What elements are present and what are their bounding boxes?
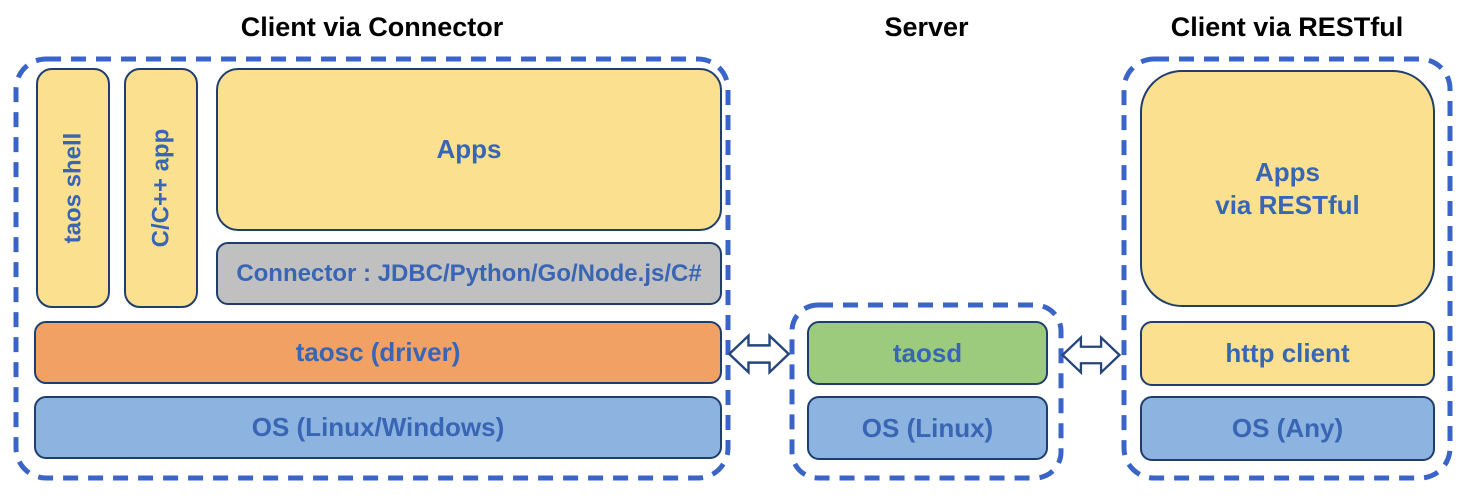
server-restful-bidirectional-arrow-icon: [1061, 334, 1121, 376]
os-any-box: OS (Any): [1140, 396, 1435, 461]
os-linux-label: OS (Linux): [861, 412, 994, 443]
taosd-box: taosd: [807, 321, 1048, 385]
http-client-label: http client: [1225, 338, 1350, 369]
server-group-border: [789, 302, 1064, 481]
os-linux-windows-label: OS (Linux/Windows): [251, 412, 505, 443]
client-restful-title: Client via RESTful: [1170, 12, 1404, 42]
taosc-driver-label: taosc (driver): [295, 337, 461, 368]
connector-box: Connector : JDBC/Python/Go/Node.js/C#: [216, 242, 722, 305]
apps-via-restful-line2: via RESTful: [1215, 189, 1360, 220]
client-connector-title: Client via Connector: [240, 12, 504, 42]
client-server-bidirectional-arrow-icon: [727, 333, 791, 375]
apps-via-restful-line1: Apps: [1254, 157, 1320, 187]
os-linux-windows-box: OS (Linux/Windows): [34, 396, 722, 459]
client-restful-group-border: [1121, 56, 1453, 481]
http-client-box: http client: [1140, 321, 1435, 386]
cpp-app-box: C/C++ app: [124, 68, 198, 308]
apps-via-restful-box: Apps via RESTful: [1140, 70, 1435, 307]
apps-label: Apps: [436, 134, 502, 165]
server-title: Server: [884, 12, 969, 42]
os-any-label: OS (Any): [1231, 413, 1344, 444]
taos-shell-label: taos shell: [59, 132, 86, 244]
apps-box: Apps: [216, 68, 722, 231]
client-connector-group-border: [13, 56, 731, 481]
taos-shell-box: taos shell: [36, 68, 110, 308]
os-linux-box: OS (Linux): [807, 396, 1048, 460]
taosd-label: taosd: [892, 337, 963, 368]
cpp-app-label: C/C++ app: [147, 128, 175, 248]
taosc-driver-box: taosc (driver): [34, 321, 722, 384]
connector-label: Connector : JDBC/Python/Go/Node.js/C#: [236, 259, 702, 287]
apps-via-restful-label: Apps via RESTful: [1215, 156, 1359, 221]
